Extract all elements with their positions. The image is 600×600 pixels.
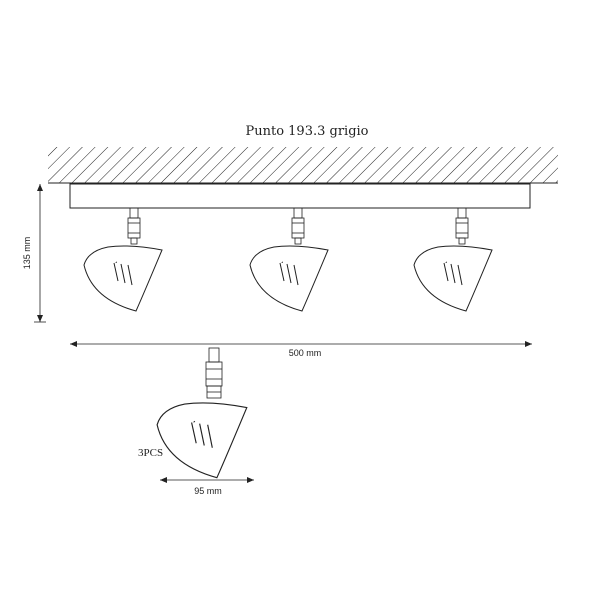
spotlight-3 <box>413 207 493 312</box>
single-width-dimension-label: 95 mm <box>194 486 222 496</box>
single-spotlight-detail <box>156 347 248 479</box>
height-dimension: 135 mm <box>22 184 46 323</box>
spotlight-1 <box>83 207 163 312</box>
mounting-bar <box>69 183 531 209</box>
quantity-label: 3PCS <box>138 447 163 459</box>
diagram-title: Punto 193.3 grigio <box>245 124 368 139</box>
ceiling-hatch <box>48 147 558 184</box>
height-dimension-label: 135 mm <box>22 237 32 270</box>
spotlight-2 <box>249 207 329 312</box>
width-dimension: 500 mm <box>70 341 532 358</box>
single-width-dimension: 95 mm <box>160 477 254 496</box>
width-dimension-label: 500 mm <box>289 348 322 358</box>
